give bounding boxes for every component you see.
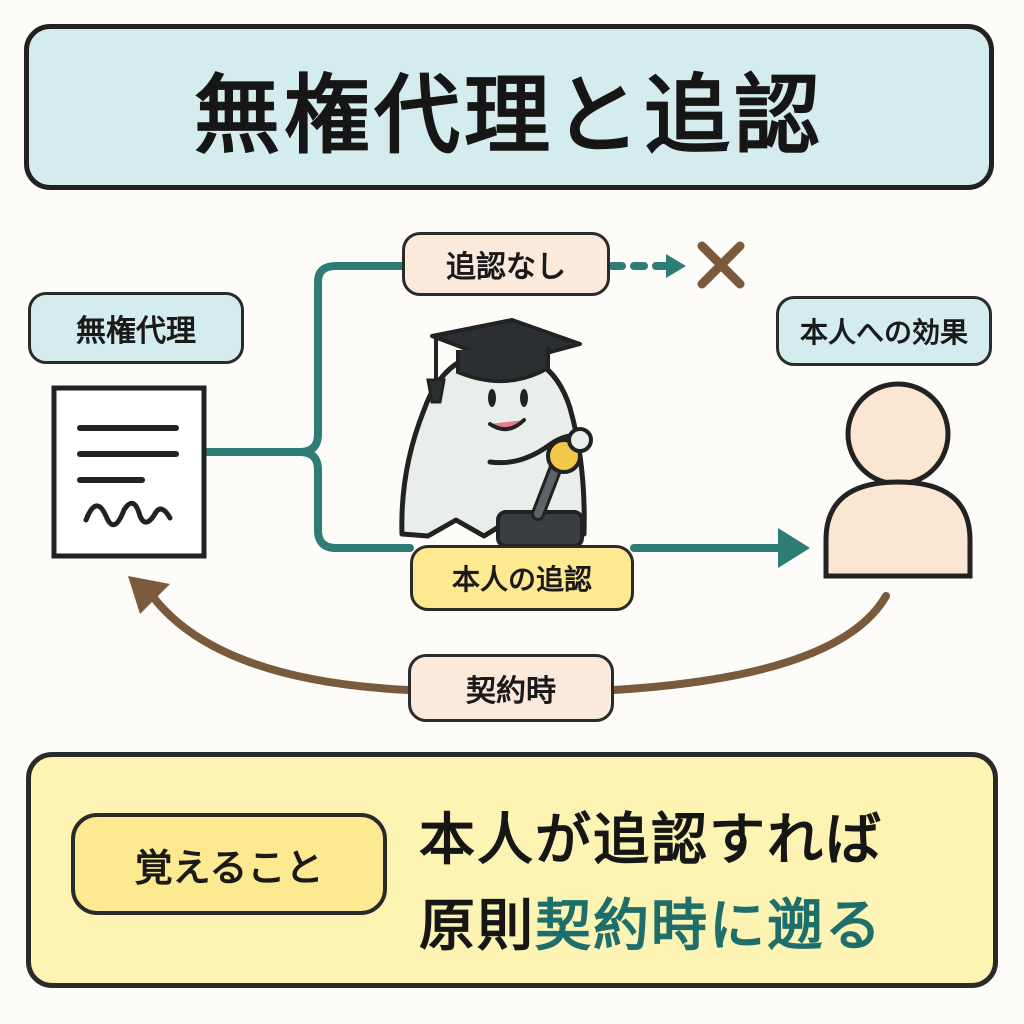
page-title: 無権代理と追認	[194, 65, 824, 166]
memo-line-2: 原則契約時に遡る	[419, 881, 883, 962]
memo-box: 覚えること 本人が追認すれば 原則契約時に遡る	[26, 752, 998, 988]
teal-connectors	[202, 262, 794, 552]
memo-line-2-prefix: 原則	[419, 894, 535, 959]
ghost-mascot-icon	[399, 318, 593, 548]
arrowhead-no-ratify	[666, 254, 686, 278]
label-effect-on-principal: 本人への効果	[776, 296, 992, 366]
connector-ratify-path	[296, 448, 414, 552]
arrowhead-to-principal	[778, 528, 810, 568]
memo-line-1: 本人が追認すれば	[419, 808, 883, 873]
memo-line-2-accent: 契約時に遡る	[535, 894, 883, 959]
document-icon	[51, 385, 207, 559]
retroactive-arrowhead	[128, 576, 170, 614]
label-no-ratification: 追認なし	[402, 232, 610, 296]
title-banner: 無権代理と追認	[24, 24, 994, 190]
memo-label: 覚えること	[71, 813, 387, 915]
retroactive-curve	[144, 586, 890, 694]
graduation-cap-icon	[426, 318, 582, 404]
label-ratification: 本人の追認	[410, 545, 634, 611]
signature-squiggle	[83, 500, 173, 528]
x-mark-icon	[697, 241, 745, 289]
label-contract-time: 契約時	[408, 654, 614, 722]
label-unauthorized-agency: 無権代理	[28, 292, 244, 364]
person-icon	[823, 381, 973, 579]
